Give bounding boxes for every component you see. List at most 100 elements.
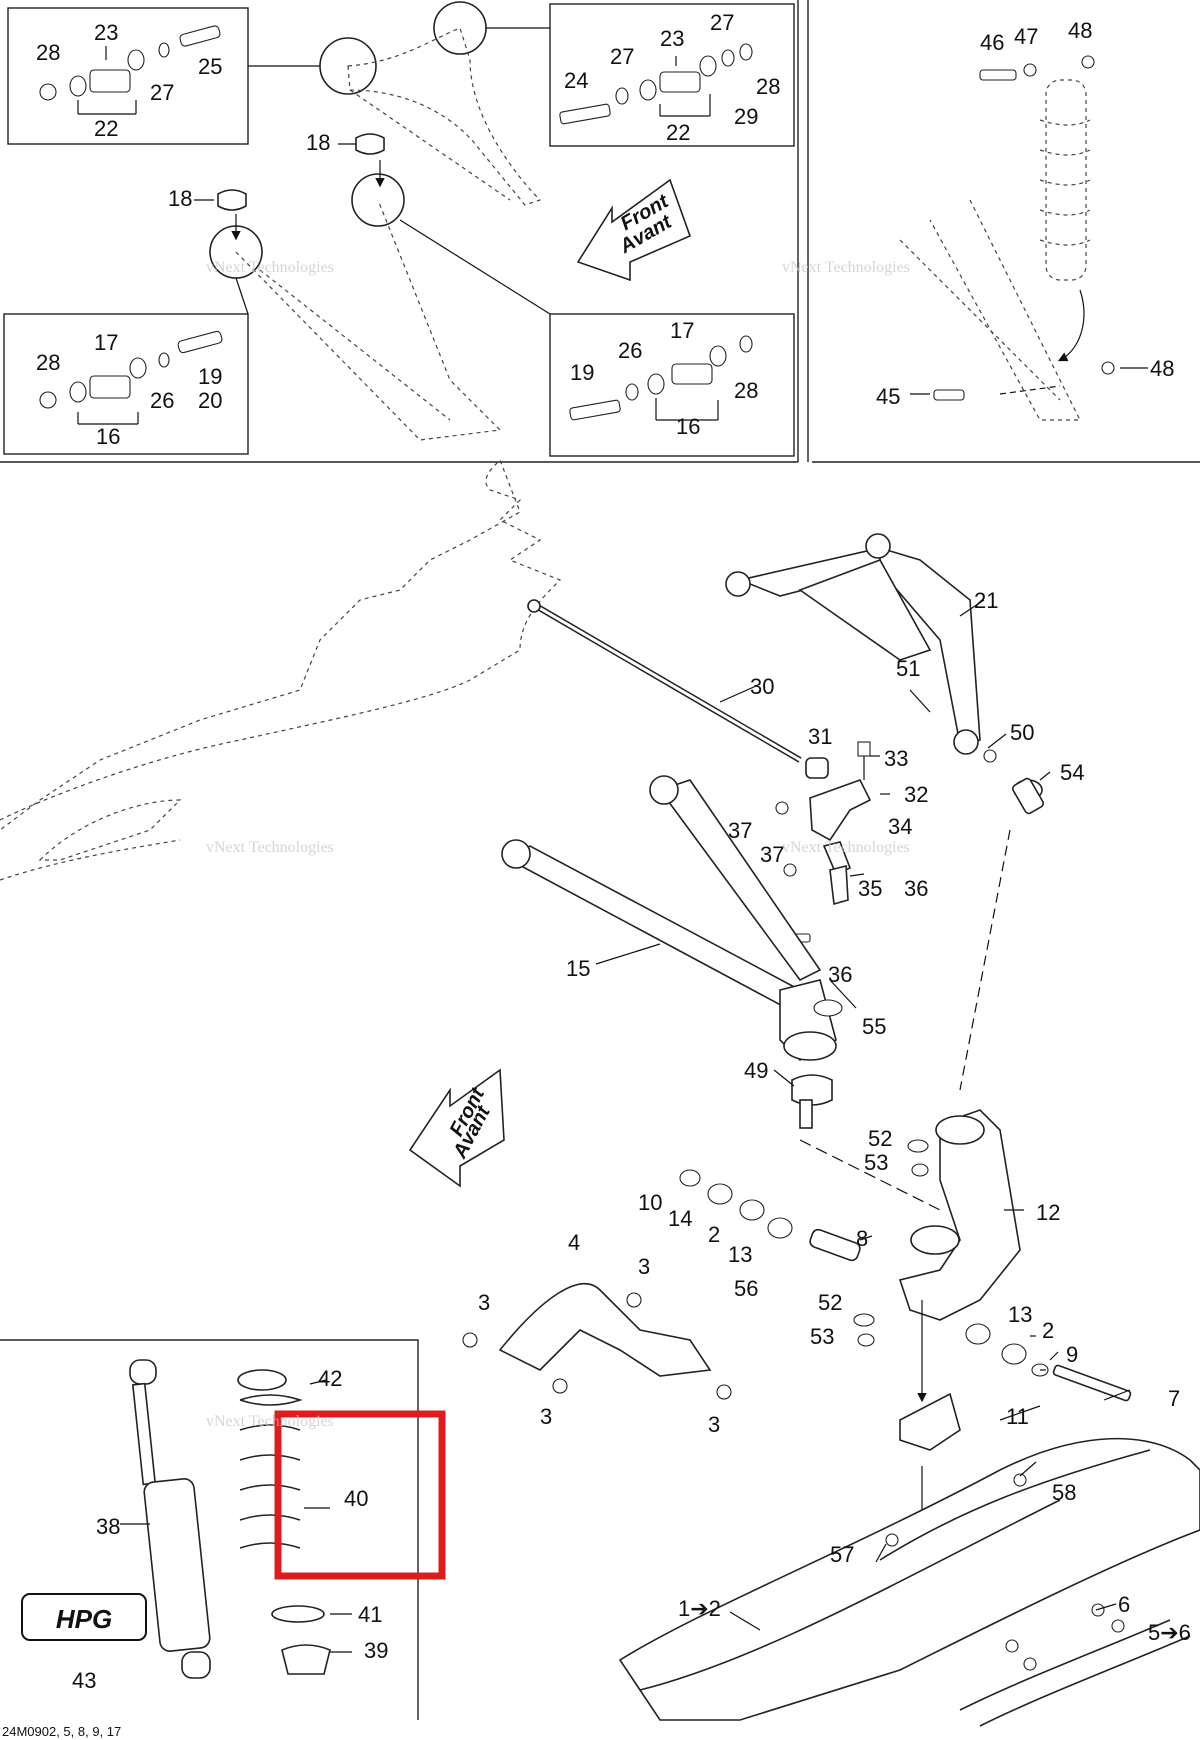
callout-3: 3 [708, 1412, 720, 1437]
callout-37: 37 [760, 842, 784, 867]
steering-arm-32 [775, 741, 872, 943]
chassis-outline [0, 458, 562, 881]
inset-hardware-upper-right [559, 43, 753, 125]
callout-labels: 23 28 22 27 25 23 27 27 24 28 29 22 18 1… [36, 10, 1191, 1693]
callout-34: 34 [888, 814, 912, 839]
callout-39: 39 [364, 1638, 388, 1663]
callout-30: 30 [750, 674, 774, 699]
callout-33: 33 [884, 746, 908, 771]
callout-3: 3 [540, 1404, 552, 1429]
callout-27: 27 [710, 10, 734, 35]
callout-38: 38 [96, 1514, 120, 1539]
shock-absorber-38 [129, 1359, 211, 1679]
callout-15: 15 [566, 956, 590, 981]
bracket-18-upper [355, 133, 385, 155]
shock-inset-frame [0, 1339, 419, 1720]
callout-55: 55 [862, 1014, 886, 1039]
inset-hardware-lower-right [569, 335, 753, 421]
ball-joint-54 [799, 749, 1044, 1211]
callout-31: 31 [808, 724, 832, 749]
callout-17: 17 [94, 330, 118, 355]
callout-25: 25 [198, 54, 222, 79]
top-right-shock-assembly [899, 55, 1148, 421]
watermark-2: vNext Technologies [782, 259, 910, 276]
spindle-12 [898, 1109, 1021, 1321]
leader-lines [77, 46, 1131, 1653]
callout-20: 20 [198, 388, 222, 413]
callout-46: 46 [980, 30, 1004, 55]
callout-47: 47 [1014, 24, 1038, 49]
callout-26: 26 [150, 388, 174, 413]
pad-11 [899, 1300, 961, 1529]
callout-18: 18 [306, 130, 330, 155]
callout-41: 41 [358, 1602, 382, 1627]
callout-3: 3 [638, 1254, 650, 1279]
callout-22: 22 [94, 116, 118, 141]
callout-26: 26 [618, 338, 642, 363]
callout-22: 22 [666, 120, 690, 145]
callout-11: 11 [1006, 1404, 1029, 1429]
callout-43: 43 [72, 1668, 96, 1693]
callout-7: 7 [1168, 1386, 1180, 1411]
callout-45: 45 [876, 384, 900, 409]
callout-57: 57 [830, 1542, 854, 1567]
sway-bar-4 [462, 1283, 732, 1400]
callout-42: 42 [318, 1366, 342, 1391]
inset-upper-arm-bushing-left [7, 7, 249, 145]
spindle-hardware [679, 1139, 1132, 1402]
callout-27: 27 [610, 44, 634, 69]
callout-36: 36 [904, 876, 928, 901]
tie-rod-30 [527, 599, 829, 779]
callout-24: 24 [564, 68, 588, 93]
callout-17: 17 [670, 318, 694, 343]
callout-40: 40 [344, 1486, 368, 1511]
callout-37: 37 [728, 818, 752, 843]
hpg-logo: HPG [21, 1593, 147, 1641]
callout-1-to-2: 1➔2 [678, 1596, 721, 1621]
callout-2: 2 [708, 1222, 720, 1247]
callout-28: 28 [756, 74, 780, 99]
highlight-box-40 [274, 1410, 446, 1580]
spring-seats-39-41 [271, 1605, 331, 1675]
front-arrow-top: Front Avant [576, 178, 692, 282]
callout-28: 28 [36, 350, 60, 375]
callout-19: 19 [198, 364, 222, 389]
inset-upper-arm-bushing-right [549, 3, 795, 147]
callout-2: 2 [1042, 1318, 1054, 1343]
watermark-5: vNext Technologies [206, 1413, 334, 1430]
watermark-3: vNext Technologies [206, 839, 334, 856]
callout-32: 32 [904, 782, 928, 807]
ski-1-2 [618, 1437, 1200, 1721]
callout-48: 48 [1068, 18, 1092, 43]
callout-27: 27 [150, 80, 174, 105]
callout-16: 16 [96, 424, 120, 449]
callout-13: 13 [728, 1242, 752, 1267]
callout-53: 53 [864, 1150, 888, 1175]
inset-lower-arm-bushing-right [549, 313, 795, 457]
callout-14: 14 [668, 1206, 692, 1231]
callout-9: 9 [1066, 1342, 1078, 1367]
spring-40 [237, 1369, 303, 1549]
inset-hardware-upper-left [39, 25, 221, 101]
callout-52: 52 [868, 1126, 892, 1151]
callout-21: 21 [974, 588, 998, 613]
callout-5-to-6: 5➔6 [1148, 1620, 1191, 1645]
figure-code: 24M0902, 5, 8, 9, 17 [2, 1724, 121, 1739]
callout-8: 8 [856, 1226, 868, 1251]
callout-23: 23 [660, 26, 684, 51]
callout-35: 35 [858, 876, 882, 901]
watermark-4: vNext Technologies [782, 839, 910, 856]
callout-53: 53 [810, 1324, 834, 1349]
watermarks: vNext Technologies vNext Technologies vN… [206, 259, 910, 1430]
inset-hardware-lower-left [39, 330, 223, 409]
callout-51: 51 [896, 656, 920, 681]
lower-a-arm-15 [501, 775, 843, 1129]
upper-a-arm-21 [725, 533, 981, 755]
callout-10: 10 [638, 1190, 662, 1215]
callout-4: 4 [568, 1230, 580, 1255]
callout-28: 28 [734, 378, 758, 403]
callout-28: 28 [36, 40, 60, 65]
callout-48: 48 [1150, 356, 1174, 381]
carbide-runner-5-6 [959, 1603, 1191, 1727]
top-a-arm-assembly [209, 1, 551, 441]
